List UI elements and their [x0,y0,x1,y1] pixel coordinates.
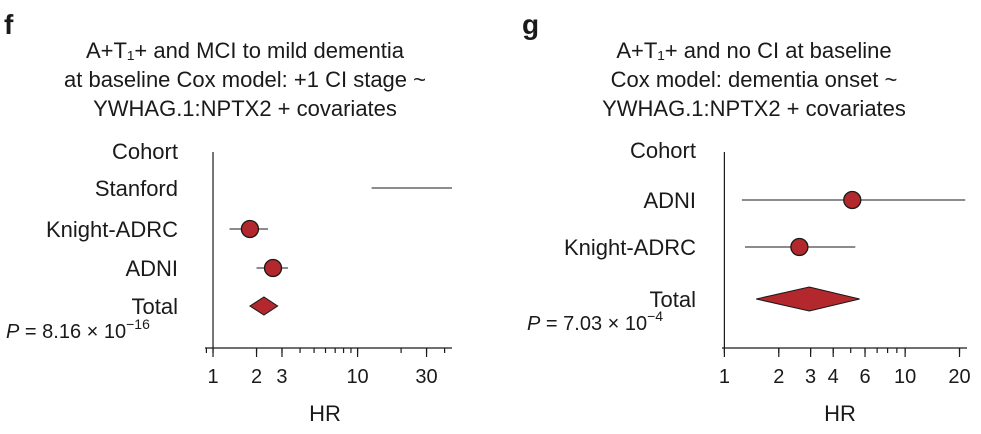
row-label: Total [132,294,178,319]
x-tick-label: 4 [828,366,839,388]
pooled-estimate-diamond [756,286,860,312]
p-value-exponent: −4 [647,308,663,324]
panel-f: fA+T₁+ and MCI to mild dementia at baseli… [4,9,452,426]
x-tick-label: 2 [773,366,784,388]
p-value: P = 7.03 × 10−4 [527,308,663,335]
p-value-symbol: P [527,313,541,335]
hazard-ratio-point [843,190,862,210]
p-value-symbol: P [6,321,20,343]
chart-title-line: YWHAG.1:NPTX2 + covariates [602,96,906,121]
chart-title-line: at baseline Cox model: +1 CI stage ~ [64,67,426,92]
x-tick-label: 1 [207,366,218,388]
hazard-ratio-point [240,219,260,239]
x-tick-label: 3 [805,366,816,388]
row-label: Knight-ADRC [46,217,178,242]
x-tick-label: 10 [894,366,916,388]
x-axis-label: HR [309,401,341,426]
x-tick-label: 1 [719,366,730,388]
pooled-estimate-diamond [249,296,279,316]
chart-title-line: Cox model: dementia onset ~ [611,67,898,92]
hazard-ratio-point [790,237,809,257]
x-axis-label: HR [824,401,856,426]
x-tick-label: 6 [859,366,870,388]
p-value: P = 8.16 × 10−16 [6,316,150,343]
row-label: Stanford [95,176,178,201]
column-header: Cohort [630,138,696,163]
chart-title-line: A+T₁+ and MCI to mild dementia [86,38,405,63]
p-value-text: = 8.16 × 10 [19,321,126,343]
row-label: ADNI [643,188,696,213]
panel-letter: g [522,9,539,40]
hazard-ratio-point [263,258,283,278]
x-tick-label: 10 [346,366,368,388]
row-label: ADNI [125,256,178,281]
column-header: Cohort [112,139,178,164]
x-tick-label: 20 [948,366,970,388]
x-tick-label: 30 [415,366,437,388]
panel-letter: f [4,9,14,40]
row-label: Knight-ADRC [564,235,696,260]
x-tick-label: 2 [251,366,262,388]
chart-title-line: A+T₁+ and no CI at baseline [616,38,891,63]
chart-title-line: YWHAG.1:NPTX2 + covariates [93,96,397,121]
row-label: Total [650,287,696,312]
p-value-exponent: −16 [126,316,150,332]
p-value-text: = 7.03 × 10 [540,313,647,335]
x-tick-label: 3 [276,366,287,388]
